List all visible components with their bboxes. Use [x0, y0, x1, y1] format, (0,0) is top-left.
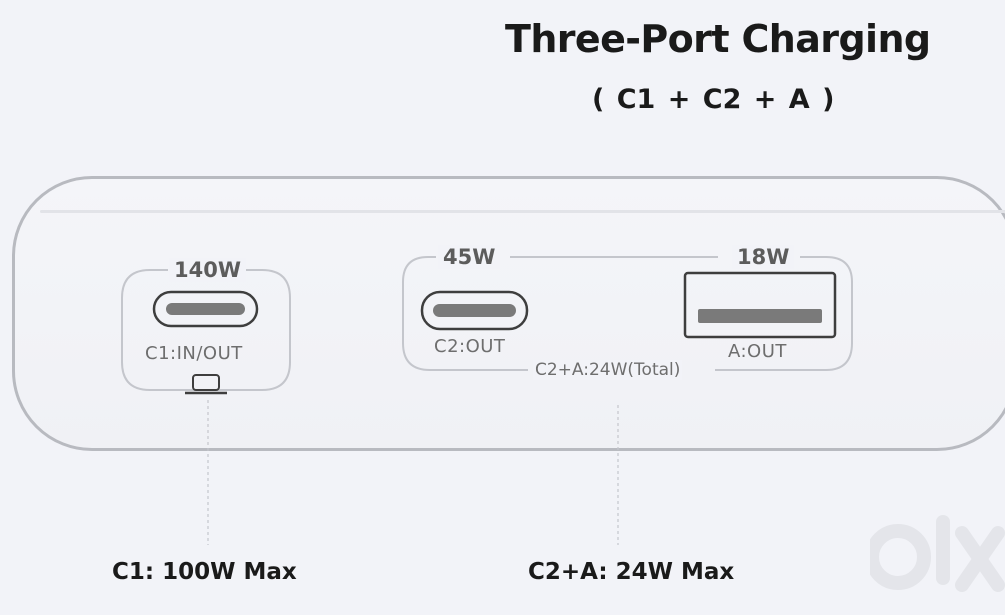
- a-wattage-label: 18W: [732, 245, 795, 269]
- c2a-max-label: C2+A: 24W Max: [528, 559, 735, 585]
- c2a-group-outline: [402, 256, 853, 371]
- c1-port-label: C1:IN/OUT: [145, 343, 243, 364]
- page-title: Three-Port Charging: [505, 17, 931, 61]
- c1-max-label: C1: 100W Max: [112, 559, 297, 585]
- laptop-icon: [185, 374, 227, 395]
- c1-wattage-label: 140W: [169, 258, 246, 282]
- c2-usb-c-port-icon: [420, 290, 529, 331]
- watermark-logo: [870, 515, 1005, 592]
- page-subtitle: ( C1 + C2 + A ): [592, 84, 835, 115]
- c2-wattage-label: 45W: [438, 245, 501, 269]
- a-port-label: A:OUT: [728, 341, 787, 362]
- c2-port-label: C2:OUT: [434, 336, 506, 357]
- c1-group-outline: [121, 269, 291, 391]
- c1-usb-c-port-icon: [152, 290, 259, 328]
- port-outline-diagram: [121, 256, 853, 545]
- power-bank-highlight: [40, 210, 1005, 213]
- c2a-total-label: C2+A:24W(Total): [533, 360, 683, 380]
- usb-a-port-icon: [683, 271, 837, 339]
